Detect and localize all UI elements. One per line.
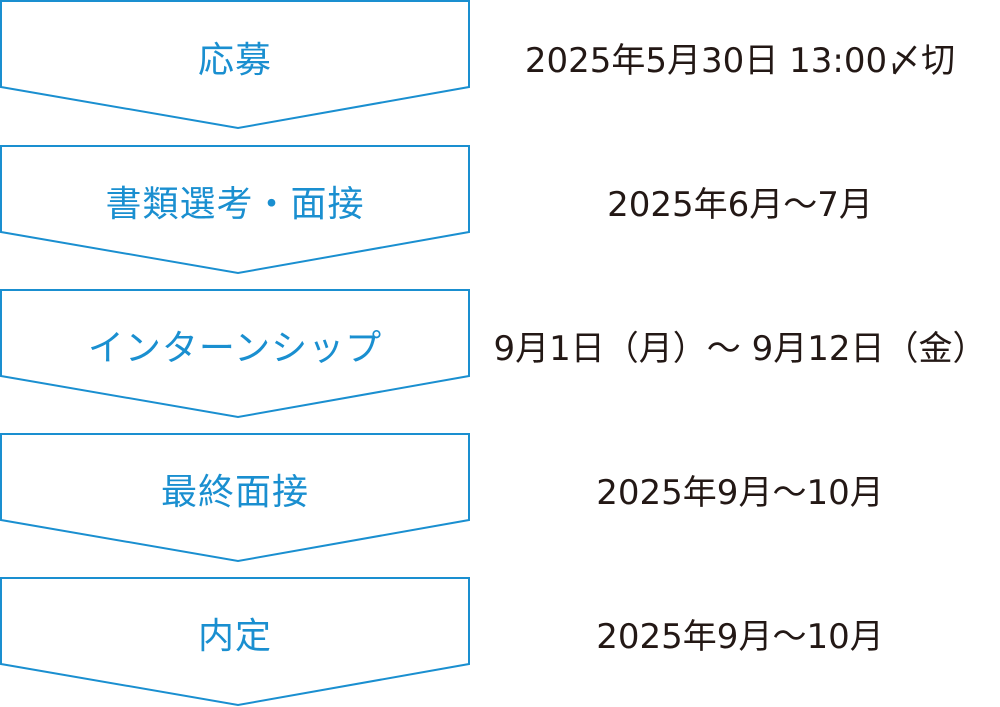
step-date-internship: 9月1日（月）〜 9月12日（金） xyxy=(493,328,987,369)
step-date-offer: 2025年9月〜10月 xyxy=(596,616,884,657)
step-date-application: 2025年5月30日 13:00〆切 xyxy=(524,40,956,81)
step-arrow-1 xyxy=(0,0,470,130)
step-date-screening-interview: 2025年6月〜7月 xyxy=(607,184,873,225)
step-label-application: 応募 xyxy=(197,40,272,81)
step-label-internship: インターンシップ xyxy=(87,328,383,369)
step-date-final-interview: 2025年9月〜10月 xyxy=(596,472,884,513)
step-arrow-2 xyxy=(0,145,470,275)
step-arrow-3 xyxy=(0,289,470,419)
step-arrow-4 xyxy=(0,433,470,563)
step-arrow-5 xyxy=(0,577,470,707)
step-label-offer: 内定 xyxy=(197,616,272,657)
step-label-screening-interview: 書類選考・面接 xyxy=(105,184,365,225)
step-label-final-interview: 最終面接 xyxy=(160,472,309,513)
